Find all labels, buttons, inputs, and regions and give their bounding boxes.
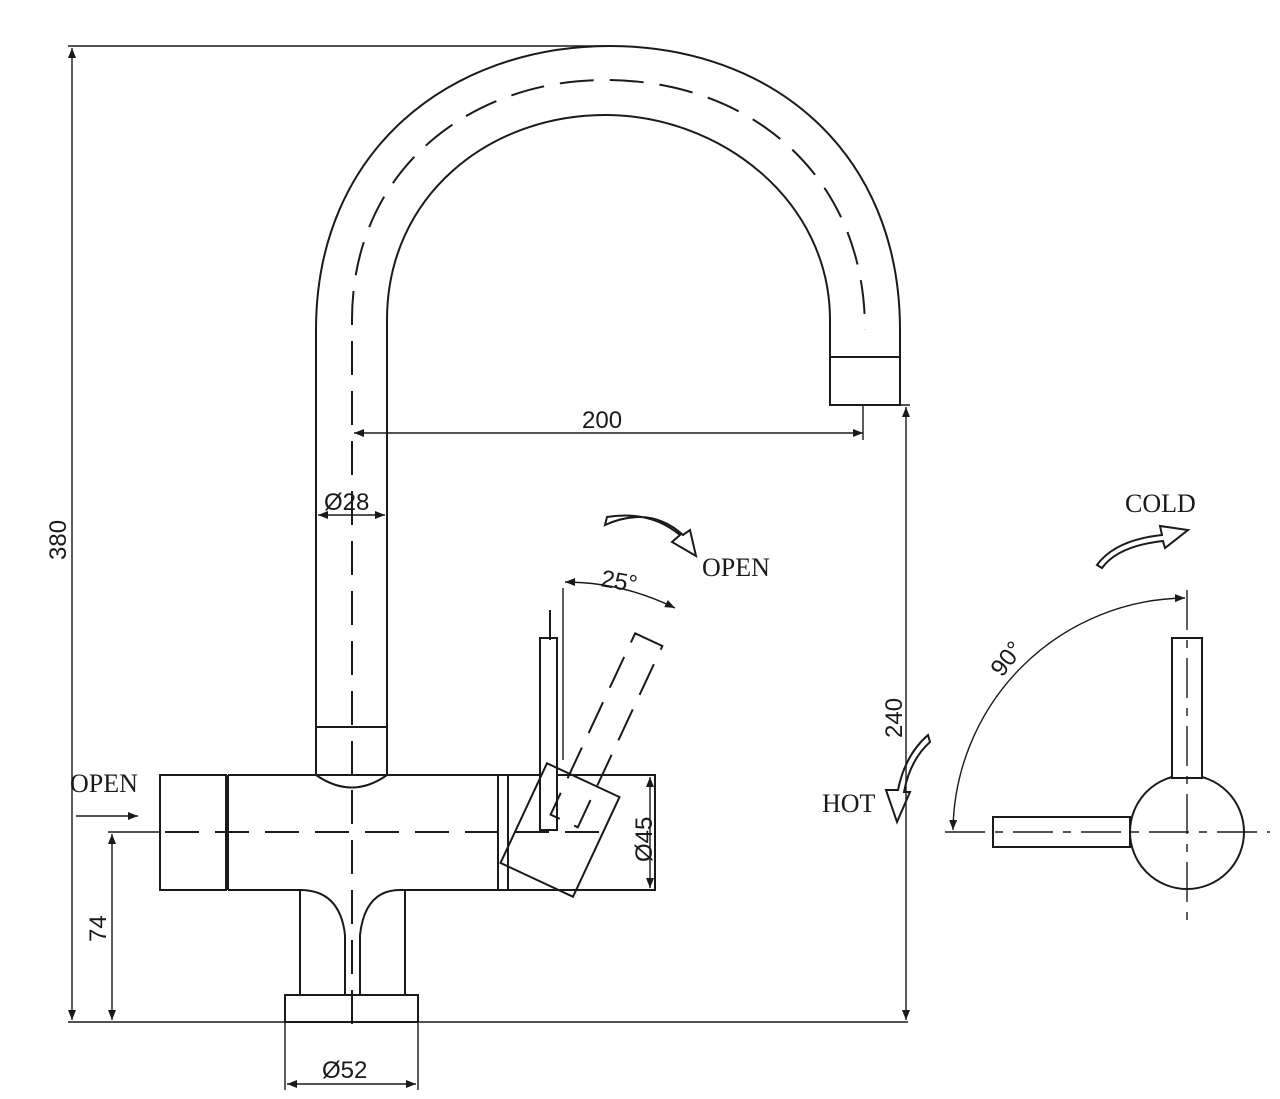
annotations: OPEN OPEN COLD HOT (70, 489, 1196, 825)
body-outline (228, 774, 656, 995)
spout-aerator (829, 356, 901, 406)
side-view: 90° (945, 590, 1270, 930)
lever (499, 610, 664, 899)
angle-25-label: 25° (599, 565, 639, 598)
angle-90-arc (949, 594, 1186, 831)
open-lever-label: OPEN (702, 553, 770, 582)
dim-240-label: 240 (881, 698, 908, 738)
open-side-label: OPEN (70, 769, 138, 798)
dim-74-label: 74 (85, 915, 112, 942)
dim-52-label: Ø52 (322, 1057, 367, 1084)
dim-200-label: 200 (582, 407, 622, 434)
angle-25-arc (564, 578, 676, 609)
stem (299, 890, 406, 995)
dim-52-ext (284, 1022, 419, 1090)
hot-arrow (884, 733, 932, 825)
spout-inner-edge (386, 113, 831, 775)
lever-upright (539, 637, 558, 831)
dimensions: 380 200 Ø28 240 74 Ø45 Ø52 25° (45, 45, 910, 1090)
open-lever-arrow (603, 514, 698, 559)
cold-arrow (1095, 524, 1191, 570)
cold-label: COLD (1125, 489, 1196, 518)
spout-centerline (351, 78, 866, 775)
spout-collar (315, 726, 388, 776)
faucet-body (159, 774, 656, 1040)
lever-tilted-outline (549, 632, 664, 829)
hot-label: HOT (822, 789, 876, 818)
dim-28-label: Ø28 (324, 489, 369, 516)
dim-45-label: Ø45 (631, 817, 658, 862)
lever-tilted (499, 632, 664, 899)
dim-380-label: 380 (45, 520, 72, 560)
lever-tilted-head (499, 761, 621, 899)
angle-90-label: 90° (985, 636, 1029, 681)
